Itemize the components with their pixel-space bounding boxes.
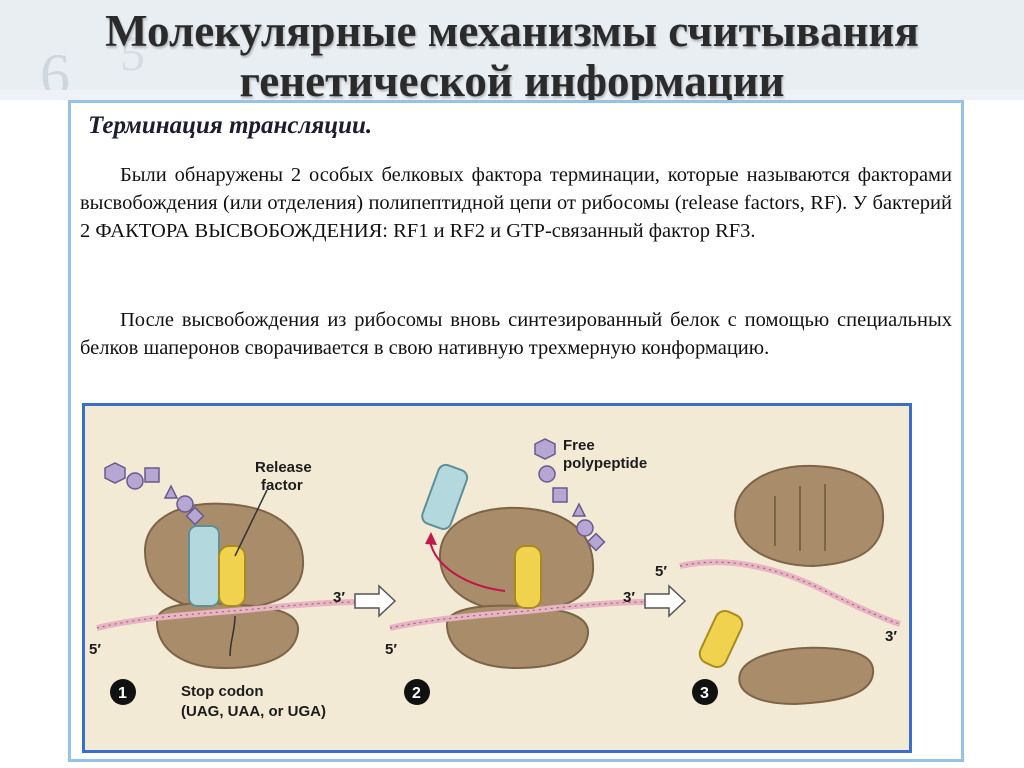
step-3-number: 3 (700, 685, 709, 702)
slide-title: Молекулярные механизмы считывания генети… (105, 6, 919, 106)
release-factor-3 (698, 609, 744, 669)
label-3prime-1: 3′ (333, 589, 345, 606)
mrna-strand-3 (679, 559, 901, 627)
step-3-badge (692, 679, 718, 705)
label-5prime-2: 5′ (385, 641, 397, 658)
release-factor-2 (514, 545, 542, 609)
label-stop-codon: Stop codon (181, 683, 264, 700)
panel-step-2: Free polypeptide 3′ 5′ 2 (385, 437, 647, 705)
section-subtitle: Терминация трансляции. (88, 112, 373, 139)
step-2-badge (404, 679, 430, 705)
label-release: Release (255, 459, 312, 476)
step-2-number: 2 (412, 685, 421, 702)
ribosome-small-subunit-3 (738, 646, 875, 706)
trna-1 (188, 525, 220, 607)
label-stop-codons-list: (UAG, UAA, or UGA) (181, 703, 326, 720)
arrow-2-to-3 (644, 584, 687, 618)
polypeptide-chain-2 (534, 438, 606, 552)
paragraph-1: Были обнаружены 2 особых белковых фактор… (80, 164, 952, 242)
label-polypeptide: polypeptide (563, 455, 647, 472)
label-5prime-1: 5′ (89, 641, 101, 658)
label-factor: factor (261, 477, 303, 494)
mrna-strand-2 (389, 599, 646, 631)
trna-released (421, 463, 469, 530)
panel-step-1: Release factor 3′ 5′ Stop codon (UAG, UA… (89, 459, 361, 720)
step-1-number: 1 (118, 685, 127, 702)
ribosome-large-subunit-3 (733, 464, 885, 568)
label-5prime-3: 5′ (655, 563, 667, 580)
exit-arrow (429, 540, 506, 592)
paragraph-2: После высвобождения из рибосомы вновь си… (80, 309, 952, 359)
polypeptide-chain-1 (104, 462, 205, 526)
label-3prime-3: 3′ (885, 628, 897, 645)
ribosome-small-subunit-2 (445, 604, 590, 670)
label-free: Free (563, 437, 595, 454)
release-factor-1 (218, 545, 246, 607)
step-1-badge (110, 679, 136, 705)
arrow-1-to-2 (354, 584, 397, 618)
label-3prime-2: 3′ (623, 589, 635, 606)
translation-termination-figure: Release factor 3′ 5′ Stop codon (UAG, UA… (82, 403, 912, 753)
panel-step-3: 5′ 3′ 3 (655, 464, 901, 706)
svg-text:5: 5 (120, 25, 145, 81)
